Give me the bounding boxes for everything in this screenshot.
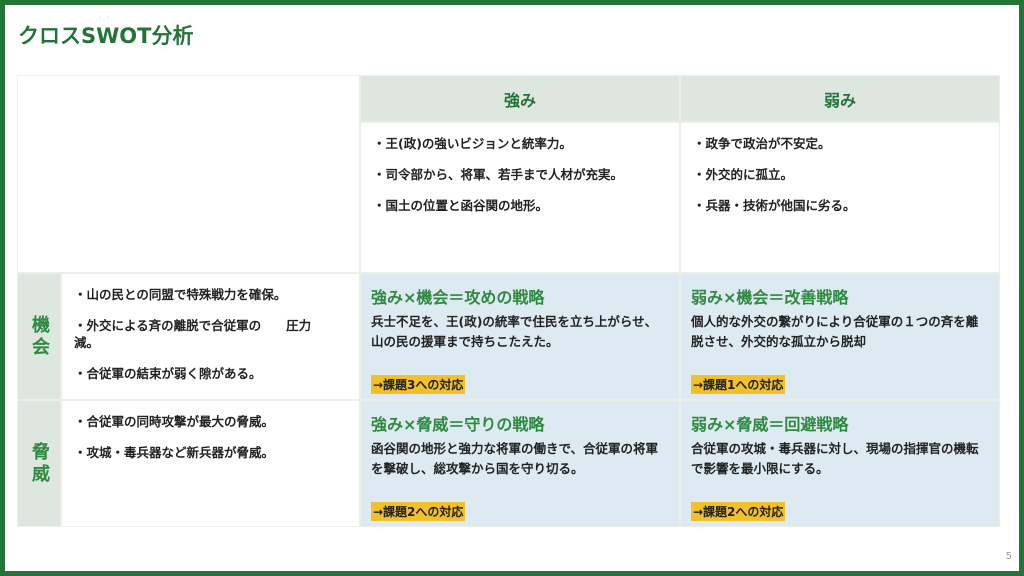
issue-tag: →課題3への対応 [371,375,466,394]
strategy-body: 兵士不足を、王(政)の統率で住民を立ち上がらせ、山の民の援軍まで持ちこたえた。 [371,314,658,349]
list-item: ・国土の位置と函谷関の地形。 [373,198,549,213]
strategy-title: 弱み×脅威＝回避戦略 [691,415,849,434]
strategy-title: 強み×脅威＝守りの戦略 [371,415,545,434]
strategy-title: 強み×機会＝攻めの戦略 [371,288,545,307]
list-item: ・外交による斉の離脱で合従軍の 圧力減。 [74,318,312,350]
strategy-body: 合従軍の攻城・毒兵器に対し、現場の指揮官の機転で影響を最小限にする。 [691,441,979,476]
strategy-st: 強み×脅威＝守りの戦略 函谷関の地形と強力な将軍の働きで、合従軍の将軍を撃破し、… [360,400,680,527]
issue-tag: →課題1への対応 [691,375,786,394]
list-item: ・山の民との同盟で特殊戦力を確保。 [74,287,287,302]
strategy-body: 函谷関の地形と強力な将軍の働きで、合従軍の将軍を撃破し、総攻撃から国を守り切る。 [371,441,659,476]
threats-list: ・合従軍の同時攻撃が最大の脅威。 ・攻城・毒兵器など新兵器が脅威。 [61,400,360,527]
header-strengths: 強み [360,75,680,122]
list-item: ・攻城・毒兵器など新兵器が脅威。 [74,445,275,460]
row-label-opportunities: 機会 [17,273,61,400]
weaknesses-list: ・政争で政治が不安定。 ・外交的に孤立。 ・兵器・技術が他国に劣る。 [680,122,1000,273]
opportunities-list: ・山の民との同盟で特殊戦力を確保。 ・外交による斉の離脱で合従軍の 圧力減。 ・… [61,273,360,400]
row-label-threats: 脅威 [17,400,61,527]
empty-corner-cell [17,75,360,273]
header-weaknesses: 弱み [680,75,1000,122]
strategy-body: 個人的な外交の繋がりにより合従軍の１つの斉を離脱させ、外交的な孤立から脱却 [691,314,979,349]
page-title: クロスSWOT分析 [18,24,194,48]
list-item: ・司令部から、将軍、若手まで人材が充実。 [373,167,624,182]
list-item: ・合従軍の同時攻撃が最大の脅威。 [74,414,275,429]
issue-tag: →課題2への対応 [691,502,786,521]
list-item: ・王(政)の強いビジョンと統率力。 [373,136,572,151]
list-item: ・兵器・技術が他国に劣る。 [693,198,856,213]
list-item: ・合従軍の結束が弱く隙がある。 [74,366,262,381]
page-number: 5 [1005,551,1012,562]
issue-tag: →課題2への対応 [371,502,466,521]
strengths-list: ・王(政)の強いビジョンと統率力。 ・司令部から、将軍、若手まで人材が充実。 ・… [360,122,680,273]
strategy-wt: 弱み×脅威＝回避戦略 合従軍の攻城・毒兵器に対し、現場の指揮官の機転で影響を最小… [680,400,1000,527]
list-item: ・政争で政治が不安定。 [693,136,831,151]
list-item: ・外交的に孤立。 [693,167,794,182]
strategy-title: 弱み×機会＝改善戦略 [691,288,849,307]
strategy-wo: 弱み×機会＝改善戦略 個人的な外交の繋がりにより合従軍の１つの斉を離脱させ、外交… [680,273,1000,400]
strategy-so: 強み×機会＝攻めの戦略 兵士不足を、王(政)の統率で住民を立ち上がらせ、山の民の… [360,273,680,400]
